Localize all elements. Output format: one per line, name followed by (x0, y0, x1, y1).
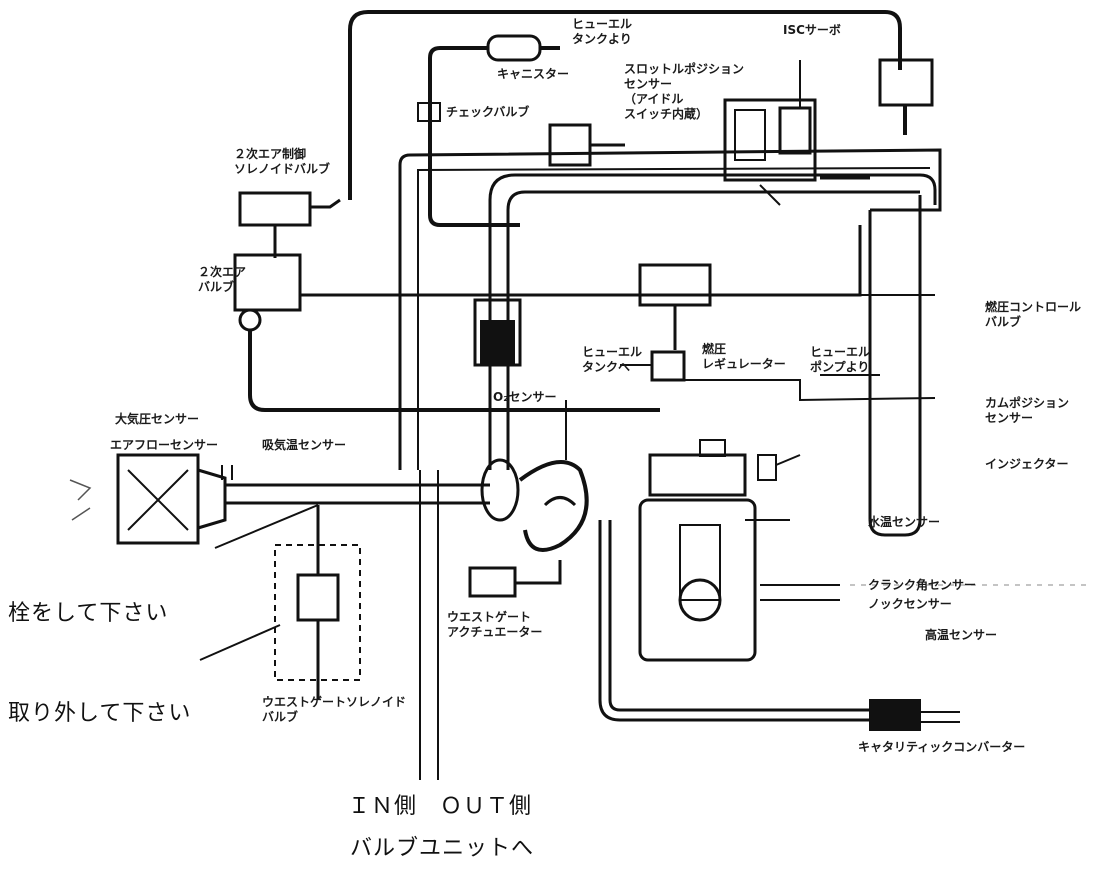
baro-sensor-label: 大気圧センサー (115, 412, 199, 427)
isc-control-box (880, 60, 932, 105)
airflow-sensor-label: エアフローセンサー (110, 438, 218, 453)
secondary-air-valve-label: ２次エア バルブ (198, 265, 246, 295)
wastegate-solenoid-label: ウエストゲートソレノイド バルブ (262, 695, 406, 725)
plug-note: 栓をして下さい (8, 595, 168, 627)
crank-angle-sensor-label: クランク角センサー (868, 578, 976, 593)
fuel-to-tank-label: ヒューエル タンクへ (582, 345, 642, 375)
o2-sensor-label: O₂センサー (493, 390, 556, 405)
turbocharger (482, 460, 518, 520)
isc-servo-label: ISCサーボ (783, 23, 841, 38)
wastegate-solenoid (298, 575, 338, 620)
fuel-pressure-regulator (652, 352, 684, 380)
remove-pointer (200, 625, 280, 660)
catalytic-converter (870, 700, 920, 730)
intake-temp-sensor-label: 吸気温センサー (262, 438, 346, 453)
cylinder-head (650, 455, 745, 495)
fuel-pressure-regulator-label: 燃圧 レギュレーター (702, 342, 786, 372)
cam-position-sensor-label: カムポジション センサー (985, 396, 1069, 426)
charge-pipe (490, 175, 935, 470)
canister-label: キャニスター (497, 67, 569, 82)
injector (758, 455, 776, 480)
injector-label: インジェクター (985, 457, 1069, 472)
intake-pipe (225, 485, 490, 503)
high-temp-sensor-label: 高温センサー (925, 628, 997, 643)
catalytic-converter-label: キャタリティックコンバーター (858, 740, 1025, 755)
in-out-label: ＩＮ側 ＯＵＴ側 (348, 788, 532, 820)
secondary-air-solenoid (240, 193, 310, 225)
bypass-valve (550, 125, 590, 165)
remove-note: 取り外して下さい (8, 695, 191, 727)
fuel-pressure-control-label: 燃圧コントロール バルブ (985, 300, 1081, 330)
fuel-from-tank-label: ヒューエル タンクより (572, 17, 632, 47)
isc-servo (780, 108, 810, 153)
fuel-from-pump-label: ヒューエル ポンプより (810, 345, 870, 375)
throttle-position-sensor-label: スロットルポジション センサー （アイドル スイッチ内蔵） (624, 62, 744, 122)
to-valve-unit-label: バルブユニットへ (350, 830, 534, 862)
wastegate-actuator (470, 568, 515, 596)
plug-pointer (215, 505, 318, 548)
wastegate-actuator-label: ウエストゲート アクチュエーター (447, 610, 542, 640)
fuel-pressure-control-valve (640, 265, 710, 305)
check-valve-label: チェックバルブ (446, 105, 529, 120)
canister (488, 36, 540, 60)
water-temp-sensor-label: 水温センサー (868, 515, 940, 530)
knock-sensor-label: ノックセンサー (868, 597, 952, 612)
secondary-air-solenoid-label: ２次エア制御 ソレノイドバルブ (234, 147, 330, 177)
